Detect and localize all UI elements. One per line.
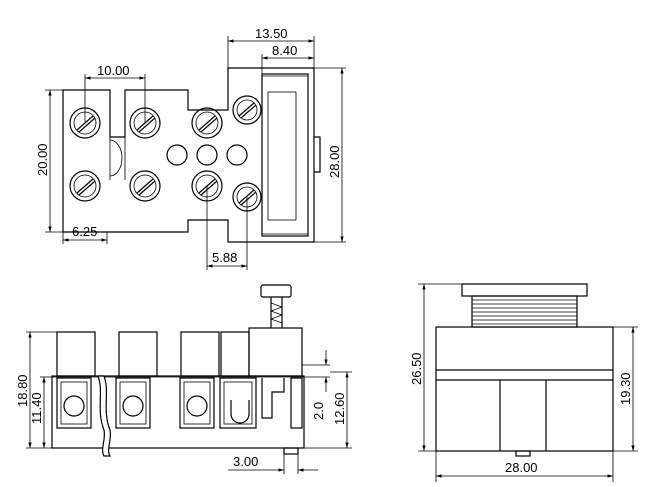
side-foot bbox=[515, 450, 531, 457]
relay-housing bbox=[248, 327, 303, 377]
dimension-18-80: 18.80 bbox=[15, 374, 30, 407]
screw-top-3 bbox=[191, 107, 223, 139]
screw-bottom-1 bbox=[69, 170, 101, 202]
dimension-20-00: 20.00 bbox=[35, 143, 50, 176]
dimension-2-0: 2.0 bbox=[311, 402, 326, 420]
relay-knob bbox=[260, 284, 292, 298]
mounting-hole bbox=[226, 144, 248, 166]
dimension-13-50: 13.50 bbox=[255, 26, 288, 41]
side-grip bbox=[471, 295, 578, 328]
mounting-foot bbox=[283, 447, 299, 455]
dimension-10-00: 10.00 bbox=[97, 63, 130, 78]
dimension-11-40: 11.40 bbox=[29, 392, 44, 424]
dimension-28-00-bottom: 28.00 bbox=[505, 460, 538, 475]
grip-ribs bbox=[472, 299, 577, 325]
front-view-base bbox=[51, 375, 305, 449]
top-view-outline bbox=[62, 67, 315, 243]
terminal-block-3 bbox=[180, 331, 220, 377]
mounting-hole bbox=[166, 144, 188, 166]
front-view: 18.80 11.40 2.0 12.60 3.00 bbox=[15, 284, 352, 474]
terminal-opening-4 bbox=[219, 377, 257, 429]
terminal-opening-1 bbox=[56, 377, 92, 429]
dimension-8-40: 8.40 bbox=[272, 43, 297, 58]
side-view-body bbox=[435, 326, 614, 452]
relay-window-inner bbox=[267, 91, 297, 221]
side-view: 26.50 19.30 28.00 bbox=[409, 283, 638, 482]
side-cap bbox=[461, 283, 588, 297]
dimension-28-00-right: 28.00 bbox=[327, 145, 342, 178]
dimension-12-60: 12.60 bbox=[332, 392, 347, 425]
relay-window bbox=[261, 73, 309, 237]
terminal-block-2 bbox=[118, 331, 158, 377]
screw-bottom-4 bbox=[232, 182, 262, 212]
mounting-hole bbox=[196, 144, 218, 166]
terminal-block-4 bbox=[220, 331, 250, 377]
dimension-19-30: 19.30 bbox=[618, 372, 633, 405]
terminal-opening-3 bbox=[179, 377, 215, 429]
break-mark bbox=[97, 375, 112, 457]
dimension-5-88: 5.88 bbox=[212, 250, 237, 265]
screw-top-4 bbox=[232, 95, 262, 125]
terminal-opening-2 bbox=[115, 377, 151, 429]
top-view: 13.50 8.40 10.00 20.00 28.00 6.25 5.88 bbox=[35, 26, 346, 270]
screw-bottom-2 bbox=[129, 170, 161, 202]
dimension-6-25: 6.25 bbox=[72, 224, 97, 239]
dimension-26-50: 26.50 bbox=[409, 352, 424, 385]
dimension-3-00: 3.00 bbox=[233, 454, 258, 469]
terminal-block-1 bbox=[56, 331, 96, 377]
